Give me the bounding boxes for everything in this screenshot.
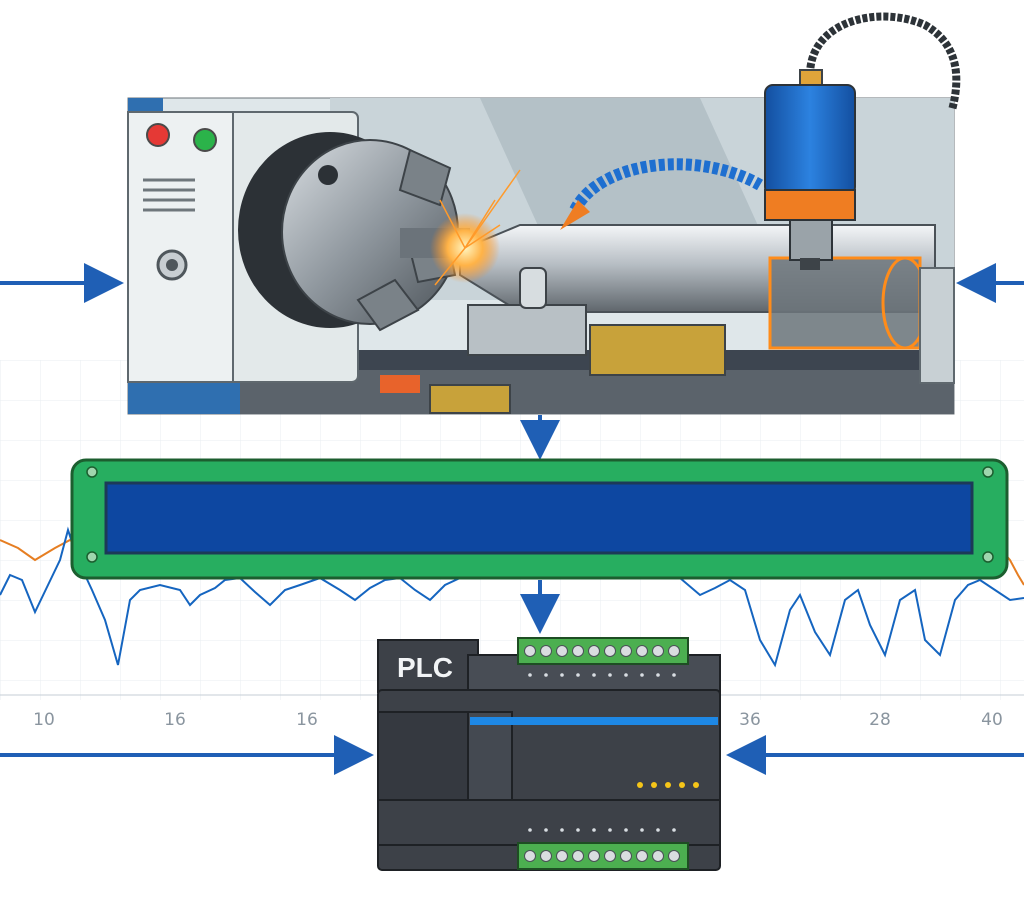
sensor-icon [764,12,961,270]
tick-label: 10 [33,710,55,730]
display-screen [104,481,974,555]
tick-label: 36 [739,710,761,730]
mount-screw-icon [982,551,994,563]
vent-grille [143,178,195,212]
mount-screw-icon [86,551,98,563]
start-button-icon [193,128,217,152]
stop-button-icon [146,123,170,147]
plc-label: PLC [397,652,453,683]
tick-label: 28 [869,710,891,730]
tick-label: 16 [296,710,318,730]
blue-signal-line [0,526,1024,668]
signal-chart: 10 16 16 36 28 40 [0,526,1024,730]
status-led-row [637,782,699,788]
sensor-cable [806,12,961,112]
mount-screw-icon [982,466,994,478]
coolant-hose [569,158,764,214]
mount-screw-icon [86,466,98,478]
tick-label: 40 [981,710,1003,730]
io-dot-row [528,673,676,832]
flow-arrows [0,263,1024,775]
tick-label: 16 [164,710,186,730]
plc-controller-icon: PLC [377,637,721,871]
spark-lines [434,169,521,286]
display-panel [70,458,1009,580]
